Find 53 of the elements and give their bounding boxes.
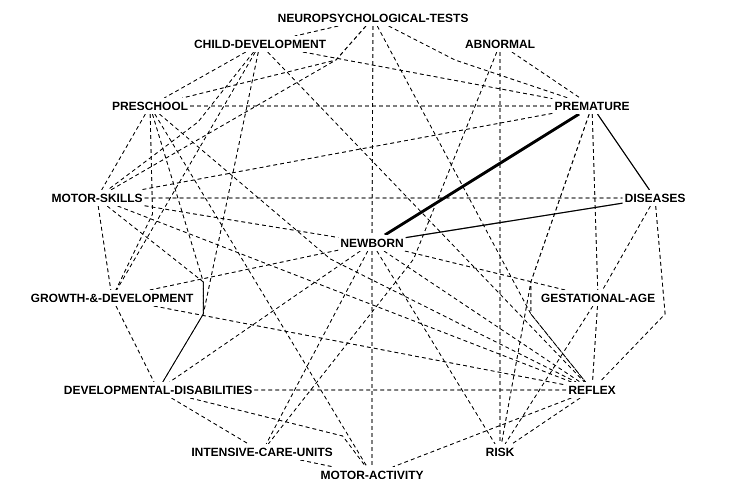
node-label: GROWTH-&-DEVELOPMENT <box>28 290 196 306</box>
connector-line <box>110 26 366 190</box>
connector-line <box>406 202 623 238</box>
connector-line <box>599 206 666 382</box>
node-label: NEWBORN <box>338 235 406 251</box>
connector-line <box>267 52 585 382</box>
connector-line <box>388 26 569 98</box>
connector-line <box>376 250 496 444</box>
connector-line <box>152 114 204 382</box>
connector-line <box>294 26 339 36</box>
connector-line <box>170 398 250 444</box>
connector-line <box>592 306 598 382</box>
connector-line <box>376 26 586 382</box>
connector-line <box>372 26 374 236</box>
connector-line <box>115 114 154 290</box>
node-label: REFLEX <box>566 382 618 398</box>
connector-line <box>106 206 204 382</box>
connector-line <box>149 250 339 290</box>
connector-line <box>169 250 361 382</box>
connector-line <box>154 114 368 468</box>
connector-line <box>266 250 368 444</box>
connector-line <box>511 52 581 98</box>
connector-line <box>190 398 366 468</box>
connector-line <box>158 114 577 382</box>
connector-line <box>117 206 572 382</box>
connector-line <box>500 114 590 444</box>
node-label: DISEASES <box>622 190 688 206</box>
connector-line <box>107 52 254 190</box>
node-label: GESTATIONAL-AGE <box>538 290 658 306</box>
connector-line <box>140 112 553 190</box>
node-label: CHILD-DEVELOPMENT <box>192 36 328 52</box>
node-label: PREMATURE <box>552 98 632 114</box>
connector-line <box>116 52 256 290</box>
connector-line <box>602 206 651 290</box>
connector-line <box>511 398 581 444</box>
node-label: INTENSIVE-CARE-UNITS <box>189 444 335 460</box>
connector-line <box>98 206 112 290</box>
connector-line <box>592 114 598 290</box>
connector-line <box>504 306 594 444</box>
connector-line <box>302 52 553 100</box>
node-label: MOTOR-SKILLS <box>49 190 145 206</box>
connector-line <box>101 114 146 190</box>
node-label: PRESCHOOL <box>110 98 190 114</box>
connector-line <box>116 306 154 382</box>
connector-line <box>268 52 498 444</box>
connector-line <box>300 460 334 468</box>
connector-line <box>164 52 246 98</box>
connector-line <box>384 112 580 236</box>
connector-line <box>383 250 581 382</box>
connector-line <box>404 250 566 290</box>
connector-line <box>392 398 572 468</box>
node-label: DEVELOPMENTAL-DISABILITIES <box>62 382 254 398</box>
connector-line <box>596 114 650 190</box>
